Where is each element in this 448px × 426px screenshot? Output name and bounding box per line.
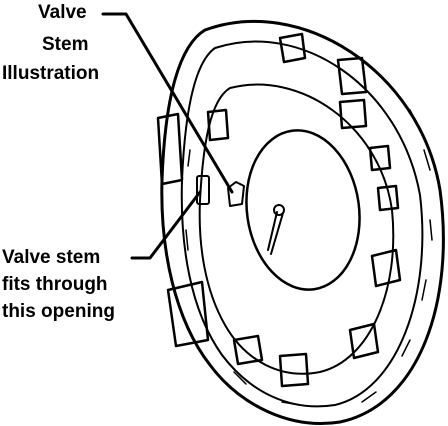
rim-tab [336,56,368,96]
label-illustration: Illustration [2,63,100,84]
rim-tab [156,112,184,186]
label-fits-through: fits through [2,274,108,295]
rim-tab [368,144,392,172]
rim-tab [338,98,368,130]
rim-tab [376,184,400,212]
rim-tab [370,248,402,288]
label-valve-stem: Valve stem [2,247,101,268]
center-pointer [267,211,284,255]
label-this-opening: this opening [2,301,115,322]
rim-tab [232,334,264,366]
rim-tab [348,322,380,360]
rim-tab [278,352,310,388]
inner-rim [180,40,424,408]
center-hub [245,129,361,291]
label-stem: Stem [42,34,89,55]
outer-rim [160,19,445,425]
rim-tab [278,32,307,64]
center-spindle [273,204,285,216]
rim-tabs [156,32,402,388]
label-valve: Valve [38,2,87,23]
leader-line-opening [130,190,202,260]
valve-opening [196,175,210,205]
hub-ring [198,83,395,375]
rim-shading [185,109,433,406]
valve-stem [227,181,245,207]
rim-tab [206,108,230,142]
leader-line-illustration [101,12,234,194]
rim-tab [166,280,210,348]
